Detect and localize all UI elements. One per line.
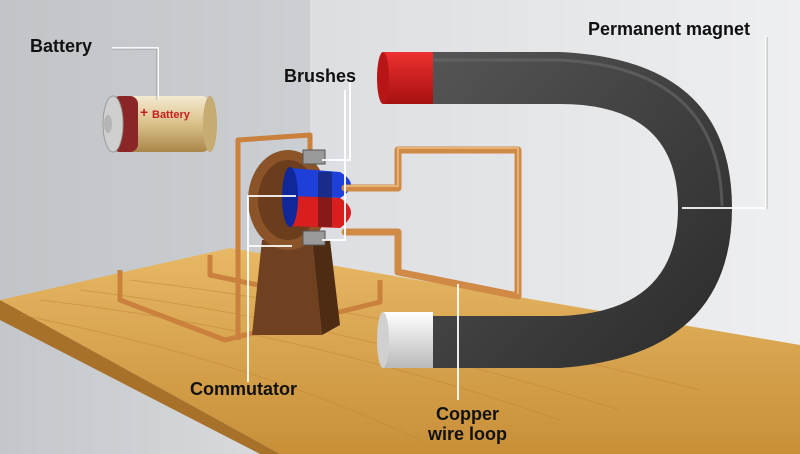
commutator-label: Commutator (190, 379, 297, 399)
commutator-rings (282, 167, 351, 228)
permanent-magnet-label: Permanent magnet (588, 19, 751, 39)
magnet-north-pole (383, 52, 433, 104)
magnet-south-pole (383, 312, 433, 368)
battery-label: Battery (30, 36, 93, 56)
leader-lines (112, 36, 767, 400)
copper-wire-loop-label-line2: wire loop (428, 424, 508, 444)
table-front-edge (0, 300, 280, 454)
battery-print-text: Battery (152, 109, 191, 121)
copper-wire-loop-label-line1: Copper (436, 404, 499, 424)
battery-graphic: + Battery (102, 95, 217, 153)
battery-plus-sign: + (140, 104, 148, 120)
brush-contacts (302, 149, 326, 246)
brushes-label: Brushes (284, 66, 357, 86)
battery-wire (235, 132, 313, 340)
copper-wire-loop-label: Copper wire loop (428, 404, 507, 444)
permanent-magnet (377, 52, 732, 368)
